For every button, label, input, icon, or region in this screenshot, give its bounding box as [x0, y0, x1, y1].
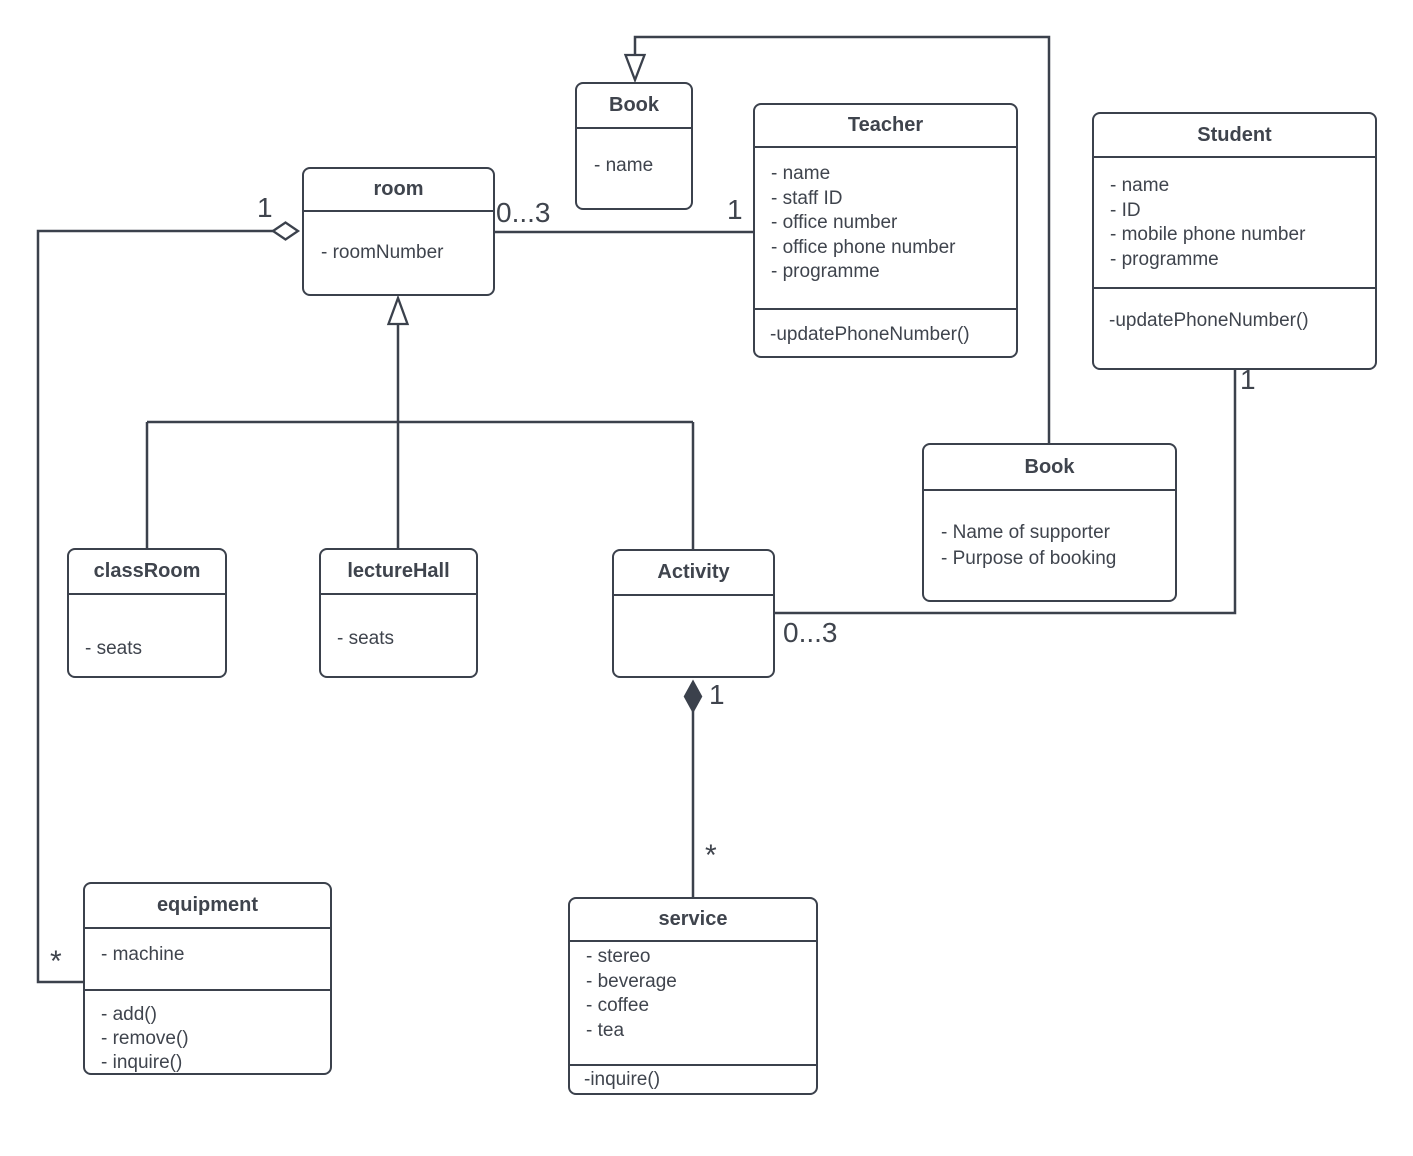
attributes-compartment: - name - ID - mobile phone number - prog…	[1094, 158, 1375, 287]
attribute-line: - office number	[771, 212, 898, 233]
attributes-compartment: - seats	[321, 595, 476, 676]
class-box-room: room - roomNumber	[302, 167, 495, 296]
class-title: Book	[577, 84, 691, 129]
attribute-line: - office phone number	[771, 236, 956, 258]
methods-compartment: -inquire()	[570, 1064, 816, 1093]
multiplicity-label-composition-activity-side: 1	[709, 679, 725, 710]
composition-diamond-activity	[683, 679, 703, 714]
class-box-equipment: equipment - machine - add() - remove() -…	[83, 882, 332, 1075]
methods-compartment: - add() - remove() - inquire()	[85, 988, 330, 1073]
class-box-classroom: classRoom - seats	[67, 548, 227, 678]
attribute-line: - stereo	[586, 946, 651, 967]
class-box-student: Student - name - ID - mobile phone numbe…	[1092, 112, 1377, 370]
attribute-line: - seats	[337, 628, 395, 649]
aggregation-diamond-room	[270, 221, 301, 241]
class-box-teacher: Teacher - name - staff ID - office numbe…	[753, 103, 1018, 358]
attribute-line: - programme	[1110, 248, 1219, 270]
attributes-compartment: - stereo - beverage - coffee - tea	[570, 942, 816, 1064]
attribute-line: - coffee	[586, 995, 650, 1016]
attribute-line: - staff ID	[771, 187, 843, 209]
class-title: service	[570, 899, 816, 942]
methods-compartment: -updatePhoneNumber()	[1094, 287, 1375, 368]
attributes-compartment	[614, 596, 773, 676]
method-line: - add()	[101, 1003, 157, 1025]
attributes-compartment: - machine	[85, 929, 330, 989]
attributes-compartment: - name	[577, 129, 691, 208]
generalization-arrowhead-room	[386, 294, 410, 326]
attribute-line: - machine	[101, 944, 185, 965]
multiplicity-label-association-activity-side: 0...3	[783, 617, 838, 648]
attributes-compartment: - seats	[69, 595, 225, 676]
attribute-line: - seats	[85, 638, 143, 659]
attribute-line: - Name of supporter	[941, 521, 1110, 543]
attribute-line: - Purpose of booking	[941, 547, 1117, 569]
attribute-line: - name	[771, 163, 831, 184]
class-box-service: service - stereo - beverage - coffee - t…	[568, 897, 818, 1095]
attribute-line: - mobile phone number	[1110, 224, 1306, 245]
generalization-arrowhead-book	[623, 53, 647, 84]
class-box-book-bottom: Book - Name of supporter - Purpose of bo…	[922, 443, 1177, 602]
method-line: -inquire()	[584, 1069, 661, 1090]
class-box-book-top: Book - name	[575, 82, 693, 210]
attribute-line: - tea	[586, 1019, 625, 1041]
method-line: - inquire()	[101, 1051, 183, 1073]
multiplicity-label-composition-service-side: *	[705, 839, 717, 872]
attributes-compartment: - roomNumber	[304, 212, 493, 294]
methods-compartment: -updatePhoneNumber()	[755, 308, 1016, 356]
multiplicity-label-association-teacher-side: 1	[727, 194, 743, 225]
attribute-line: - ID	[1110, 199, 1141, 221]
attribute-line: - programme	[771, 261, 880, 282]
class-title: Activity	[614, 551, 773, 596]
class-title: equipment	[85, 884, 330, 929]
method-line: -updatePhoneNumber()	[770, 324, 970, 345]
class-title: Student	[1094, 114, 1375, 158]
attribute-line: - roomNumber	[321, 242, 444, 263]
attributes-compartment: - Name of supporter - Purpose of booking	[924, 491, 1175, 600]
multiplicity-label-association-room-side: 0...3	[496, 197, 551, 228]
multiplicity-label-aggregation-equipment-side: *	[50, 945, 62, 978]
attribute-line: - name	[594, 155, 654, 176]
class-title: classRoom	[69, 550, 225, 595]
multiplicity-label-aggregation-room-side: 1	[257, 192, 273, 223]
class-title: room	[304, 169, 493, 212]
class-title: lectureHall	[321, 550, 476, 595]
class-title: Book	[924, 445, 1175, 491]
attribute-line: - name	[1110, 175, 1170, 196]
class-title: Teacher	[755, 105, 1016, 148]
attributes-compartment: - name - staff ID - office number - offi…	[755, 148, 1016, 308]
method-line: - remove()	[101, 1027, 189, 1049]
method-line: -updatePhoneNumber()	[1109, 310, 1309, 331]
class-box-lecturehall: lectureHall - seats	[319, 548, 478, 678]
multiplicity-label-association-student-side: 1	[1240, 364, 1256, 395]
attribute-line: - beverage	[586, 970, 677, 992]
class-box-activity: Activity	[612, 549, 775, 678]
